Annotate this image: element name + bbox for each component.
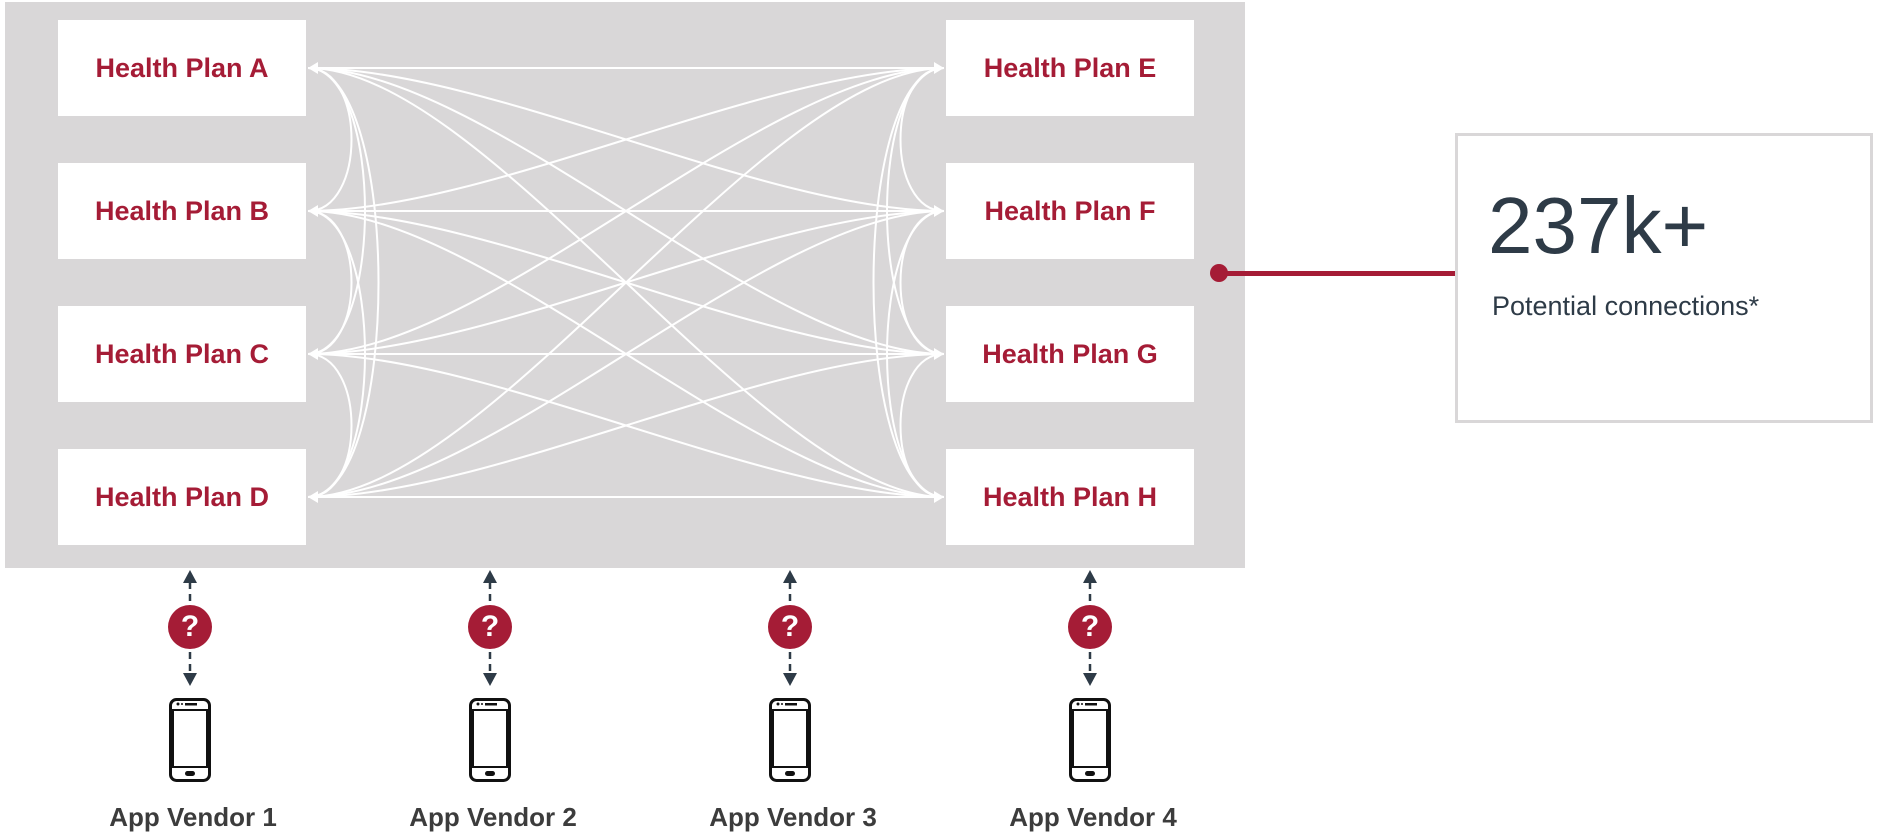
app-vendor-2-label: App Vendor 2 bbox=[409, 802, 577, 832]
health-plan-g: Health Plan G bbox=[946, 306, 1194, 402]
app-vendor-1: ? App Vendor 1 bbox=[108, 568, 278, 832]
app-vendor-4-label: App Vendor 4 bbox=[1009, 802, 1177, 832]
health-plan-h: Health Plan H bbox=[946, 449, 1194, 545]
health-plan-a-label: Health Plan A bbox=[95, 52, 269, 83]
double-arrow-icon bbox=[783, 570, 797, 686]
app-vendor-4: ? App Vendor 4 bbox=[1008, 568, 1178, 832]
double-arrow-icon bbox=[483, 570, 497, 686]
health-plan-d-label: Health Plan D bbox=[94, 481, 270, 512]
health-plan-b-label: Health Plan B bbox=[94, 195, 270, 226]
smartphone-icon bbox=[769, 698, 811, 782]
stat-connector-line bbox=[1220, 271, 1456, 276]
potential-connections-box: 237k+ Potential connections* bbox=[1455, 133, 1873, 423]
double-arrow-icon bbox=[183, 570, 197, 686]
app-vendor-1-label: App Vendor 1 bbox=[109, 802, 277, 832]
health-plan-e-label: Health Plan E bbox=[983, 52, 1157, 83]
app-vendor-3-label: App Vendor 3 bbox=[709, 802, 877, 832]
health-plan-e: Health Plan E bbox=[946, 20, 1194, 116]
smartphone-icon bbox=[1069, 698, 1111, 782]
potential-connections-value: 237k+ bbox=[1488, 181, 1709, 270]
health-plan-h-label: Health Plan H bbox=[982, 481, 1158, 512]
app-vendor-2: ? App Vendor 2 bbox=[408, 568, 578, 832]
question-icon: ? bbox=[768, 605, 812, 649]
stat-connector-dot bbox=[1210, 264, 1228, 282]
health-plan-d: Health Plan D bbox=[58, 449, 306, 545]
question-icon: ? bbox=[1068, 605, 1112, 649]
smartphone-icon bbox=[169, 698, 211, 782]
health-plan-c: Health Plan C bbox=[58, 306, 306, 402]
health-plan-b: Health Plan B bbox=[58, 163, 306, 259]
potential-connections-label: Potential connections* bbox=[1492, 291, 1760, 321]
app-vendor-3: ? App Vendor 3 bbox=[708, 568, 878, 832]
health-plan-f-label: Health Plan F bbox=[984, 195, 1156, 226]
health-plan-g-label: Health Plan G bbox=[982, 338, 1158, 369]
health-plan-a: Health Plan A bbox=[58, 20, 306, 116]
double-arrow-icon bbox=[1083, 570, 1097, 686]
health-plan-f: Health Plan F bbox=[946, 163, 1194, 259]
smartphone-icon bbox=[469, 698, 511, 782]
question-icon: ? bbox=[168, 605, 212, 649]
question-icon: ? bbox=[468, 605, 512, 649]
health-plan-c-label: Health Plan C bbox=[94, 338, 270, 369]
